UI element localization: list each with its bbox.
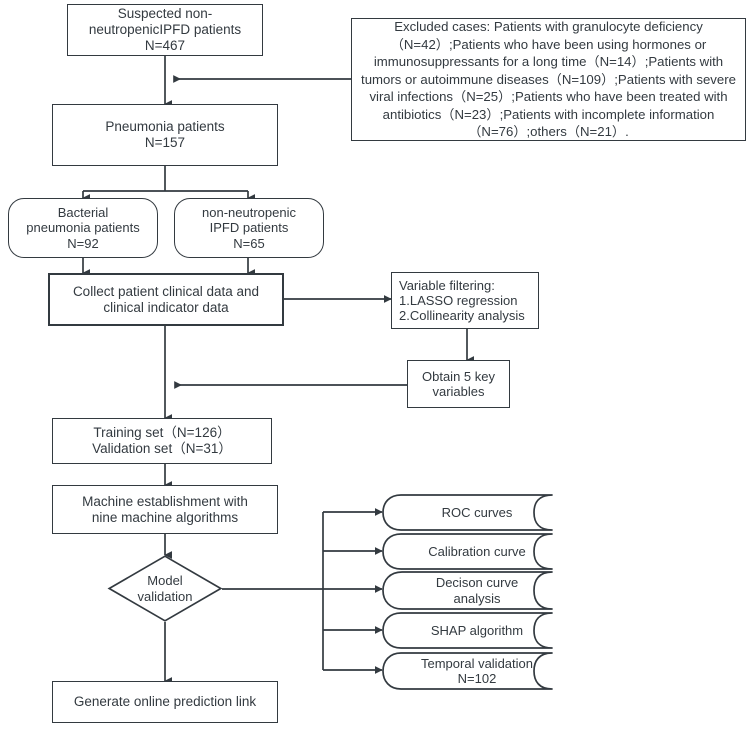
node-collect-clinical-data-label: Collect patient clinical data and clinic…: [72, 283, 260, 315]
node-collect-clinical-data: Collect patient clinical data and clinic…: [48, 273, 284, 326]
node-excluded-cases: Excluded cases: Patients with granulocyt…: [351, 18, 746, 141]
output-pill-temporal-validation: Temporal validation N=102: [382, 652, 572, 690]
output-pill-label: ROC curves: [441, 504, 513, 520]
pill-shape: [382, 571, 553, 610]
node-obtain-key-variables: Obtain 5 key variables: [407, 360, 510, 408]
output-pill-shap-algorithm: SHAP algorithm: [382, 612, 572, 649]
node-suspected-patients: Suspected non- neutropenicIPFD patients …: [67, 4, 263, 56]
node-nonneutropenic-ipfd-label: non-neutropenic IPFD patients N=65: [202, 205, 296, 251]
node-training-validation-sets-label: Training set（N=126） Validation set（N=31）: [92, 425, 232, 456]
pill-shape: [382, 533, 553, 570]
node-training-validation-sets: Training set（N=126） Validation set（N=31）: [52, 418, 272, 464]
node-bacterial-pneumonia: Bacterial pneumonia patients N=92: [8, 198, 158, 258]
output-pill-label: Temporal validation N=102: [420, 655, 533, 686]
output-pill-decision-curve-analysis: Decison curve analysis: [382, 571, 572, 610]
node-suspected-patients-label: Suspected non- neutropenicIPFD patients …: [88, 6, 242, 53]
node-variable-filtering: Variable filtering: 1.LASSO regression 2…: [391, 272, 539, 329]
node-machine-establishment: Machine establishment with nine machine …: [52, 485, 278, 534]
pill-shape: [382, 652, 553, 690]
node-pneumonia-patients: Pneumonia patients N=157: [52, 104, 278, 166]
output-pill-roc-curves: ROC curves: [382, 494, 572, 531]
output-pill-label: Calibration curve: [428, 543, 526, 559]
node-excluded-cases-label: Excluded cases: Patients with granulocyt…: [361, 19, 736, 140]
pill-shape: [382, 612, 553, 649]
node-pneumonia-patients-label: Pneumonia patients N=157: [105, 119, 225, 150]
node-obtain-key-variables-label: Obtain 5 key variables: [422, 368, 495, 399]
pill-shape: [382, 494, 553, 531]
node-model-validation-label: Model validation: [137, 573, 193, 604]
output-pill-label: Decison curve analysis: [435, 575, 519, 606]
node-machine-establishment-label: Machine establishment with nine machine …: [82, 493, 248, 525]
node-bacterial-pneumonia-label: Bacterial pneumonia patients N=92: [26, 205, 140, 251]
output-pill-calibration-curve: Calibration curve: [382, 533, 572, 570]
node-variable-filtering-label: Variable filtering: 1.LASSO regression 2…: [399, 277, 525, 324]
output-pill-label: SHAP algorithm: [430, 622, 524, 638]
node-nonneutropenic-ipfd: non-neutropenic IPFD patients N=65: [174, 198, 324, 258]
node-model-validation: Model validation: [107, 555, 223, 622]
diamond-shape: [107, 555, 223, 622]
node-generate-prediction-link: Generate online prediction link: [52, 681, 278, 723]
node-generate-prediction-link-label: Generate online prediction link: [73, 694, 257, 710]
